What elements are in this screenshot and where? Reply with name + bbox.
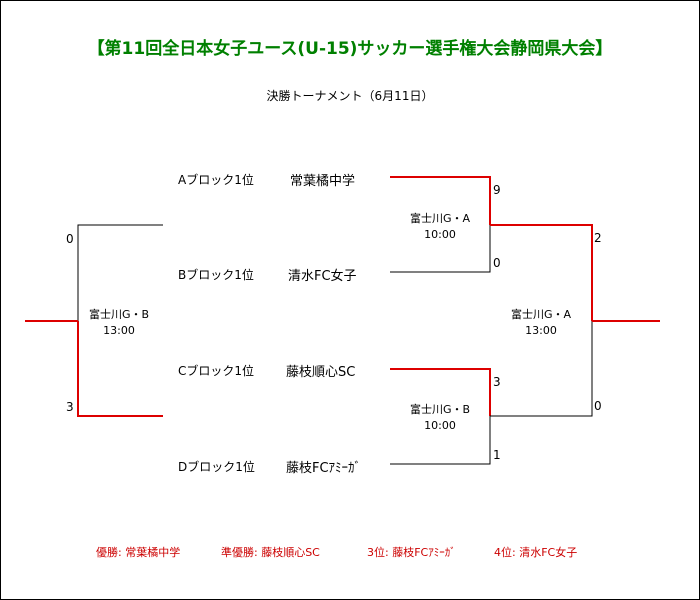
block-a-label: Aブロック1位 (178, 173, 254, 187)
block-c-label: Cブロック1位 (178, 364, 255, 378)
final-score-top: 2 (594, 231, 602, 245)
third-venue-name: 富士川G・B (88, 308, 150, 321)
block-d-label: Dブロック1位 (178, 460, 255, 474)
sf1-top-line (390, 176, 491, 225)
third-top-line (77, 224, 163, 321)
final-bottom-line (490, 321, 593, 417)
sf2-bottom-line (390, 416, 491, 465)
sf2-venue-name: 富士川G・B (409, 403, 471, 416)
team-a-name: 常葉橘中学 (290, 174, 356, 189)
sf1-venue-name: 富士川G・A (409, 212, 471, 225)
sf2-score-bottom: 1 (493, 448, 501, 462)
team-d-name: 藤枝FCｱﾐｰｶﾞ (286, 461, 362, 476)
page-title: 【第11回全日本女子ユース(U-15)サッカー選手権大会静岡県大会】 (87, 39, 613, 59)
final-time: 13:00 (525, 324, 557, 337)
final-score-bottom: 0 (594, 399, 602, 413)
sf2-score-top: 3 (493, 375, 501, 389)
sf1-venue: 富士川G・A 10:00 (395, 211, 485, 243)
sf2-time: 10:00 (424, 419, 456, 432)
block-b-label: Bブロック1位 (178, 268, 254, 282)
final-top-line (490, 224, 593, 321)
final-venue-name: 富士川G・A (510, 308, 572, 321)
sf1-bottom-line (390, 225, 491, 273)
result-first: 優勝: 常葉橘中学 (96, 546, 181, 559)
third-score-top: 0 (66, 232, 74, 246)
final-venue: 富士川G・A 13:00 (496, 307, 586, 339)
third-score-bottom: 3 (66, 400, 74, 414)
third-bottom-line (77, 321, 163, 417)
result-fourth: 4位: 清水FC女子 (494, 546, 578, 559)
team-b-name: 清水FC女子 (288, 269, 357, 284)
sf2-top-line (390, 368, 491, 416)
result-second: 準優勝: 藤枝順心SC (221, 546, 320, 559)
sf1-time: 10:00 (424, 228, 456, 241)
sf1-score-top: 9 (493, 183, 501, 197)
third-time: 13:00 (103, 324, 135, 337)
sf1-score-bottom: 0 (493, 256, 501, 270)
team-c-name: 藤枝順心SC (286, 365, 356, 380)
sf2-venue: 富士川G・B 10:00 (395, 402, 485, 434)
third-venue: 富士川G・B 13:00 (74, 307, 164, 339)
page-subtitle: 決勝トーナメント（6月11日） (266, 89, 434, 103)
result-third: 3位: 藤枝FCｱﾐｰｶﾞ (367, 546, 456, 559)
